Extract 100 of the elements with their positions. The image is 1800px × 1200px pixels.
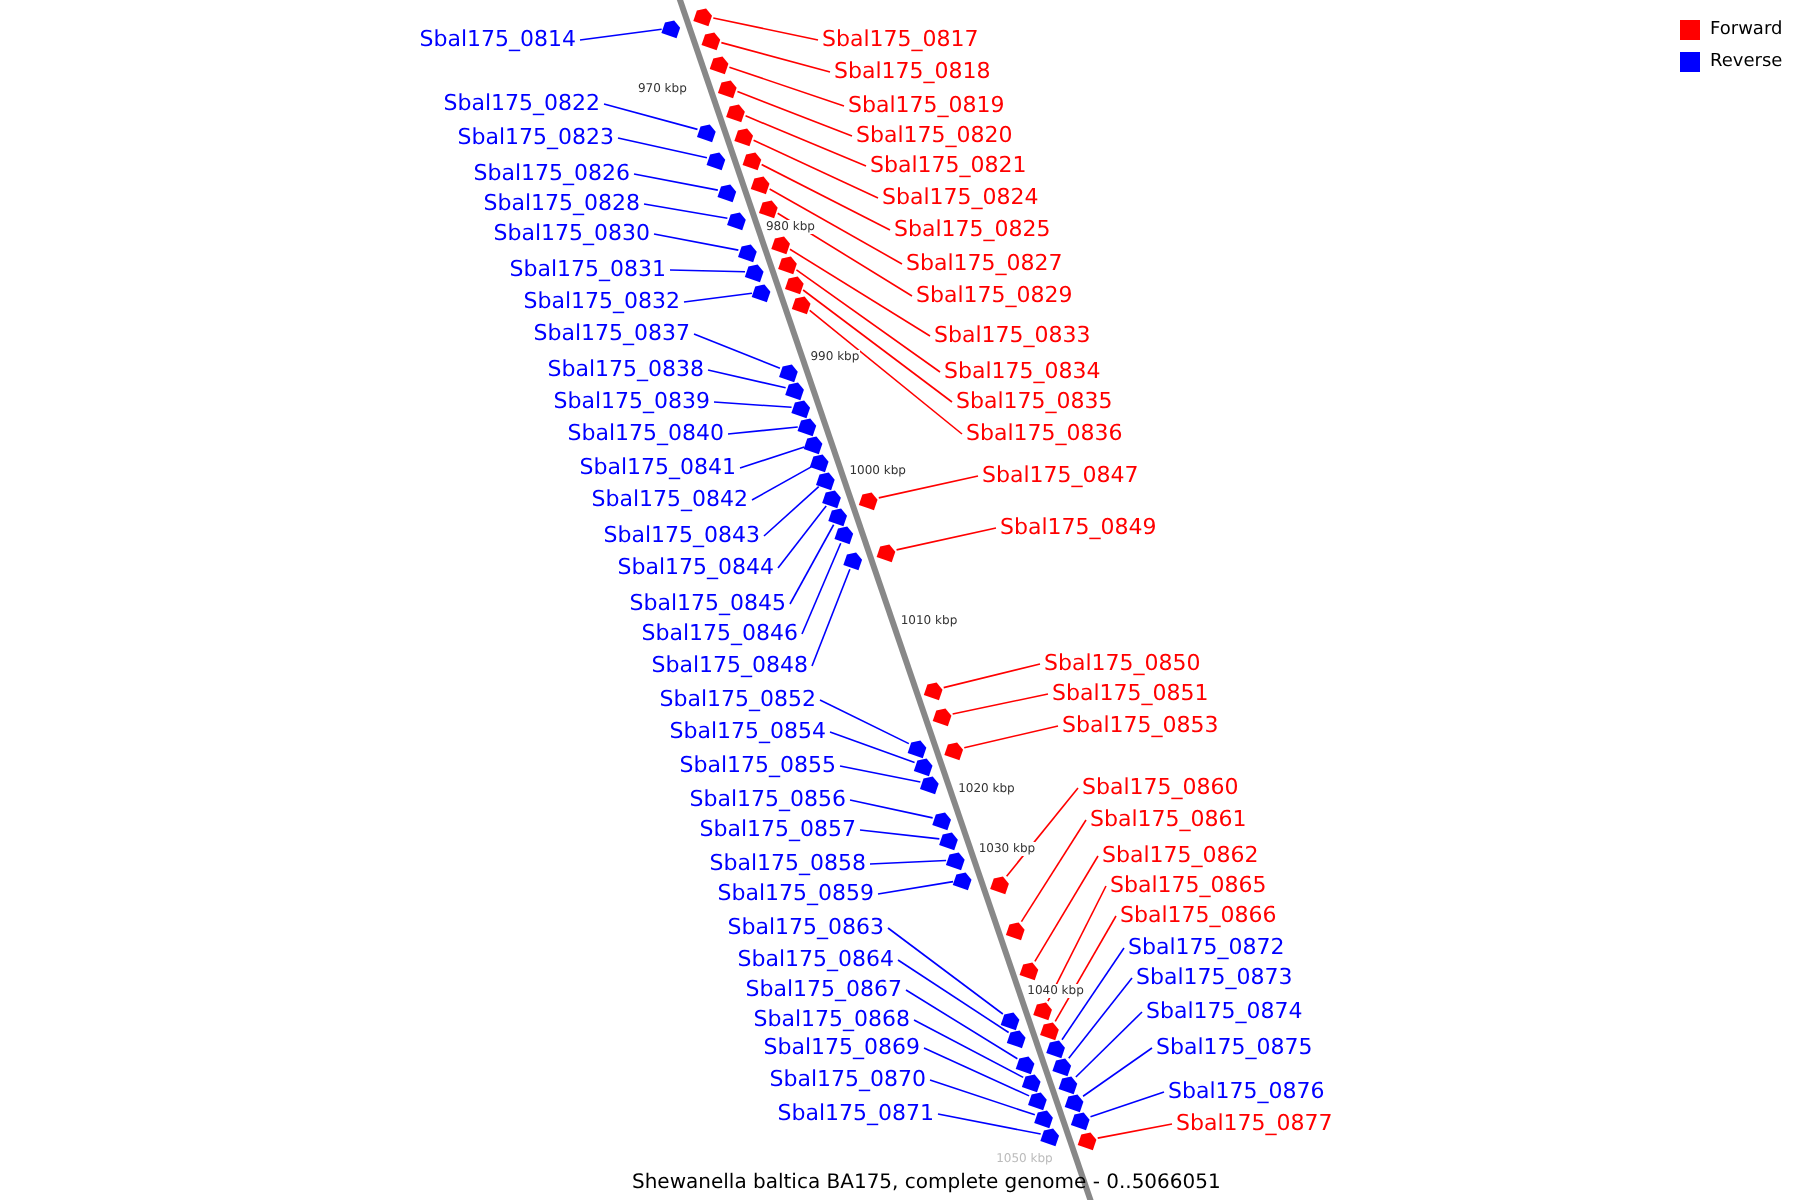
leader-line	[643, 203, 729, 220]
gene-label: Sbal175_0870	[769, 1066, 926, 1092]
gene-label: Sbal175_0855	[679, 752, 836, 778]
gene-label: Sbal175_0814	[419, 26, 576, 52]
gene-label: Sbal175_0834	[944, 358, 1101, 384]
gene-label: Sbal175_0845	[629, 590, 786, 616]
gene-block	[784, 276, 804, 295]
gene-block	[907, 740, 927, 759]
leader-line	[1061, 947, 1125, 1041]
gene-block	[803, 436, 823, 455]
gene-label: Sbal175_0856	[689, 786, 846, 812]
leader-line	[1089, 1091, 1165, 1118]
gene-label: Sbal175_0871	[777, 1100, 934, 1126]
gene-block	[913, 758, 933, 777]
leader-line	[603, 103, 699, 131]
leader-line	[839, 765, 922, 783]
gene-label: Sbal175_0858	[709, 850, 866, 876]
gene-block	[1015, 1056, 1035, 1075]
gene-label: Sbal175_0837	[533, 320, 690, 346]
gene-block	[742, 152, 762, 171]
gene-block	[717, 80, 737, 99]
leader-line	[653, 233, 740, 251]
gene-label: Sbal175_0877	[1176, 1110, 1333, 1136]
gene-label: Sbal175_0832	[523, 288, 680, 314]
gene-block	[693, 8, 712, 27]
leader-line	[752, 139, 879, 199]
gene-block	[990, 876, 1009, 895]
gene-label: Sbal175_0842	[591, 486, 748, 512]
gene-block	[932, 812, 951, 831]
gene-label: Sbal175_0821	[870, 152, 1027, 178]
gene-block	[738, 244, 757, 263]
gene-block	[726, 104, 745, 123]
gene-block	[758, 200, 778, 219]
gene-block	[876, 544, 896, 563]
gene-block	[828, 508, 847, 527]
leader-line	[913, 1019, 1024, 1079]
gene-block	[1040, 1022, 1059, 1041]
leader-line	[736, 90, 853, 137]
gene-label: Sbal175_0818	[834, 58, 991, 84]
gene-block	[923, 682, 943, 701]
leader-line	[751, 466, 813, 501]
gene-label: Sbal175_0846	[641, 620, 798, 646]
gene-block	[822, 490, 841, 509]
gene-block	[1028, 1092, 1047, 1111]
gene-label: Sbal175_0817	[822, 26, 979, 52]
leader-line	[897, 959, 1010, 1034]
leader-line	[905, 989, 1019, 1060]
gene-label: Sbal175_0849	[1000, 514, 1157, 540]
gene-block	[785, 382, 804, 401]
gene-block	[744, 264, 764, 283]
gene-block	[697, 124, 716, 143]
leader-line	[728, 66, 845, 107]
gene-label: Sbal175_0874	[1146, 998, 1303, 1024]
leader-line	[963, 725, 1059, 749]
leader-line	[633, 173, 719, 191]
gene-label: Sbal175_0840	[567, 420, 724, 446]
gene-block	[1040, 1128, 1060, 1147]
leader-line	[923, 1047, 1030, 1097]
gene-label: Sbal175_0819	[848, 92, 1005, 118]
gene-label: Sbal175_0866	[1120, 902, 1277, 928]
caption: Shewanella baltica BA175, complete genome - 0..5066051	[632, 1170, 1221, 1196]
leader-line	[712, 17, 819, 41]
leader-line	[942, 663, 1041, 689]
gene-block	[843, 552, 863, 571]
leader-line	[802, 289, 953, 403]
gene-block	[1064, 1094, 1084, 1113]
leader-line	[768, 188, 903, 265]
gene-label: Sbal175_0826	[473, 160, 630, 186]
gene-block	[809, 454, 829, 473]
leader-line	[1034, 855, 1099, 963]
legend-label: Reverse	[1710, 50, 1783, 76]
leader-line	[617, 137, 708, 159]
leader-line	[929, 1079, 1036, 1116]
gene-label: Sbal175_0863	[727, 914, 884, 940]
gene-label: Sbal175_0850	[1044, 650, 1201, 676]
gene-label: Sbal175_0839	[553, 388, 710, 414]
gene-block	[932, 708, 952, 727]
leader-line	[727, 426, 799, 435]
leader-line	[1054, 915, 1117, 1023]
leader-line	[795, 269, 941, 373]
leader-line	[707, 369, 787, 389]
leader-line	[877, 880, 954, 895]
leader-line	[811, 568, 851, 667]
gene-label: Sbal175_0865	[1110, 872, 1267, 898]
gene-block	[1077, 1132, 1097, 1151]
gene-block	[791, 400, 811, 419]
leader-line	[1082, 1047, 1153, 1098]
gene-block	[945, 852, 965, 871]
gene-label: Sbal175_0836	[966, 420, 1123, 446]
gene-label: Sbal175_0824	[882, 184, 1039, 210]
gene-block	[706, 152, 726, 171]
leader-line	[895, 527, 997, 551]
leader-line	[693, 333, 781, 370]
gene-block	[1006, 1030, 1026, 1049]
leader-line	[789, 523, 835, 605]
gene-block	[791, 296, 811, 315]
gene-label: Sbal175_0853	[1062, 712, 1219, 738]
gene-label: Sbal175_0825	[894, 216, 1051, 242]
leader-line	[1047, 885, 1107, 1002]
gene-block	[1058, 1076, 1078, 1095]
